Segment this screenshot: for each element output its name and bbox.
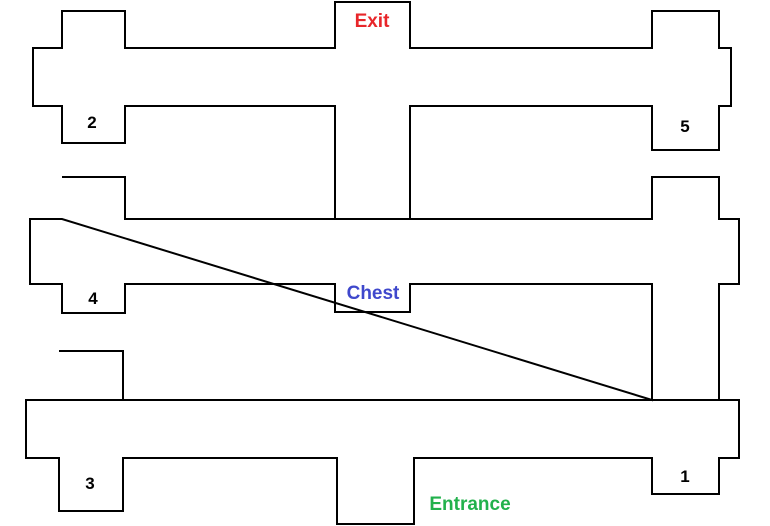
room-2-label: 2: [87, 113, 96, 132]
room-5-label: 5: [680, 117, 689, 136]
room-1-label: 1: [680, 467, 689, 486]
exit-label: Exit: [355, 11, 391, 32]
room-3-label: 3: [85, 474, 94, 493]
top-corridor-outer-wall: [32, 1, 732, 220]
middle-corridor-outer-wall: [29, 176, 740, 402]
entrance-label: Entrance: [429, 494, 510, 515]
bottom-corridor-outer-wall: [25, 350, 740, 525]
chest-label: Chest: [347, 283, 400, 304]
room-4-label: 4: [88, 289, 98, 308]
